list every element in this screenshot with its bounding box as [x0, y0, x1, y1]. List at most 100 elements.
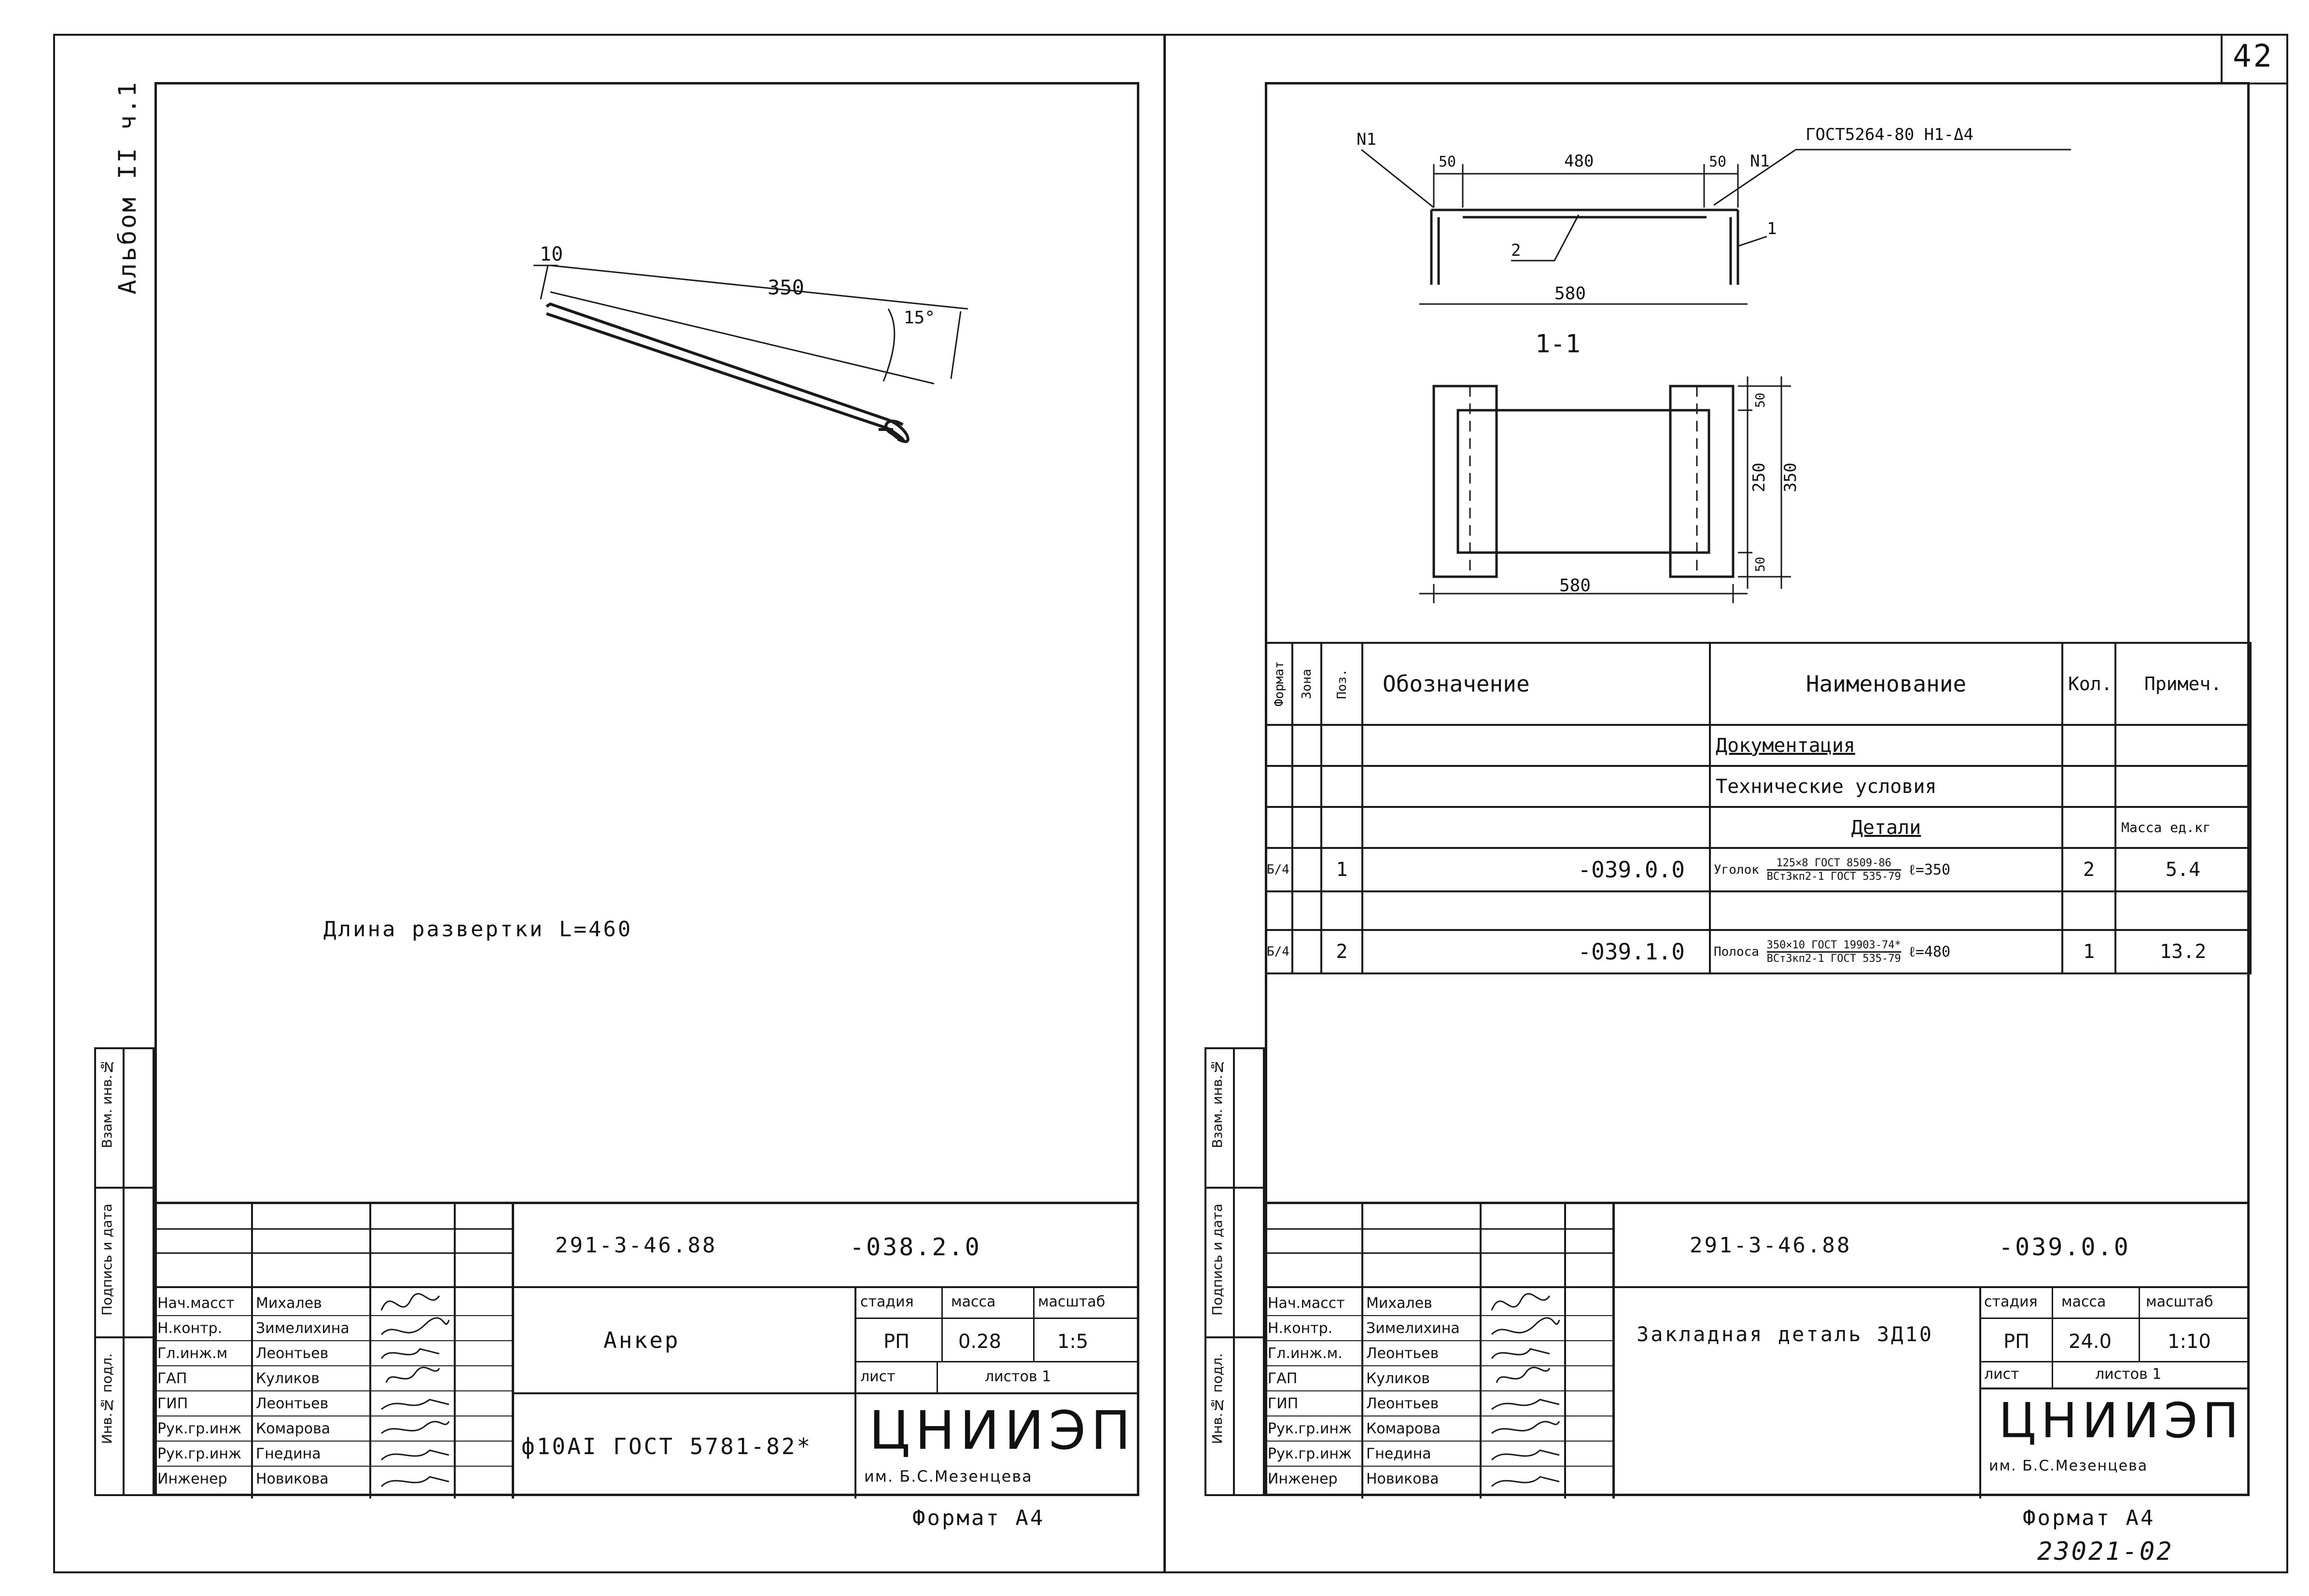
gost-note: ГОСТ5264-80 Н1-Δ4	[1805, 125, 1973, 144]
scale-value: 1:10	[2168, 1331, 2211, 1353]
r1-num: 125×8 ГОСТ 8509-86	[1766, 857, 1901, 871]
role: Нач.масст	[1268, 1295, 1345, 1312]
left-sheet-code: -038.2.0	[850, 1233, 981, 1261]
side-vzam-label: Взам. инв.№	[99, 1059, 115, 1149]
left-signatures: Нач.масст Н.контр. Гл.инж.м ГАП ГИП Рук.…	[154, 1291, 512, 1494]
role: Нач.масст	[157, 1295, 235, 1312]
col-zone: Зона	[1300, 668, 1314, 699]
n1-right: N1	[1750, 152, 1770, 171]
center-divider	[1163, 34, 1166, 1573]
inventory-number: 23021-02	[2037, 1537, 2174, 1566]
side-inv-label: Инв.№ подл.	[99, 1353, 115, 1444]
stage-value: РП	[2003, 1331, 2030, 1353]
role: Гл.инж.м	[157, 1345, 228, 1362]
left-side-stamp: Взам. инв.№ Подпись и дата Инв.№ подл.	[94, 1047, 154, 1496]
r1-format: Б/4	[1265, 847, 1293, 892]
stage-header: стадия	[1984, 1293, 2038, 1310]
signatures-scribble	[1491, 1293, 1560, 1487]
dim-580a: 580	[1554, 284, 1586, 304]
sheets-header: листов 1	[985, 1368, 1051, 1385]
spec-row-2: Б/4 2 -039.1.0 Полоса 350×10 ГОСТ 19903-…	[1265, 929, 2252, 974]
role: Гл.инж.м.	[1268, 1345, 1343, 1362]
col-designation: Обозначение	[1361, 642, 1711, 726]
dim-480: 480	[1564, 152, 1594, 171]
r1-len: ℓ=350	[1908, 861, 1951, 878]
r2-qty: 1	[2061, 929, 2116, 974]
person: Леонтьев	[1366, 1395, 1439, 1412]
r2-num: 350×10 ГОСТ 19903-74*	[1766, 939, 1901, 953]
person: Новикова	[256, 1471, 329, 1487]
stage-header: стадия	[860, 1293, 914, 1310]
mass-header: масса	[2061, 1293, 2106, 1310]
person: Михалев	[1366, 1295, 1432, 1312]
dim-50d: 50	[1753, 557, 1768, 572]
role: ГИП	[1268, 1395, 1299, 1412]
scale-value: 1:5	[1057, 1331, 1089, 1353]
r1-designation: -039.0.0	[1361, 847, 1711, 892]
person: Леонтьев	[256, 1395, 329, 1412]
scale-header: масштаб	[2146, 1293, 2213, 1310]
role: Рук.гр.инж	[1268, 1445, 1352, 1462]
role: Н.контр.	[157, 1320, 223, 1337]
r2-note: 13.2	[2114, 929, 2252, 974]
r1-pos: 1	[1320, 847, 1363, 892]
sheets-header: листов 1	[2095, 1366, 2162, 1383]
col-name: Наименование	[1709, 642, 2063, 726]
right-doc-code: 291-3-46.88	[1690, 1233, 1852, 1258]
dim-50a: 50	[1439, 153, 1456, 170]
side-inv-label: Инв.№ подл.	[1209, 1353, 1225, 1444]
left-org-sub: им. Б.С.Мезенцева	[864, 1467, 1033, 1485]
r1-qty: 2	[2061, 847, 2116, 892]
r2-den: ВСт3кп2-1 ГОСТ 535-79	[1766, 952, 1901, 965]
left-title-block: Нач.масст Н.контр. Гл.инж.м ГАП ГИП Рук.…	[154, 1202, 1139, 1499]
left-part-name: Анкер	[603, 1327, 680, 1353]
left-drawing-frame	[154, 82, 1139, 1496]
spec-row	[1265, 890, 2252, 931]
left-org: ЦНИИЭП	[869, 1400, 1136, 1461]
side-podpis-label: Подпись и дата	[99, 1204, 115, 1316]
callout-1: 1	[1767, 219, 1777, 238]
col-note: Примеч.	[2114, 642, 2252, 726]
dim-50b: 50	[1709, 153, 1726, 170]
col-qty: Кол.	[2061, 642, 2116, 726]
right-sheet-code: -039.0.0	[1999, 1233, 2130, 1261]
outer-frame	[53, 34, 2288, 1573]
mass-value: 24.0	[2069, 1331, 2112, 1353]
spec-row-1: Б/4 1 -039.0.0 Уголок 125×8 ГОСТ 8509-86…	[1265, 847, 2252, 892]
left-doc-code: 291-3-46.88	[555, 1233, 717, 1258]
r2-format: Б/4	[1265, 929, 1293, 974]
sheet-header: лист	[1984, 1366, 2019, 1383]
section-label: 1-1	[1535, 330, 1581, 359]
person: Комарова	[1366, 1420, 1441, 1437]
person: Зимелихина	[256, 1320, 350, 1337]
right-title-block: Нач.масст Н.контр. Гл.инж.м. ГАП ГИП Рук…	[1265, 1202, 2250, 1499]
role: Инженер	[1268, 1471, 1338, 1487]
spec-header-row: Формат Зона Поз. Обозначение Наименовани…	[1265, 642, 2252, 726]
right-org-sub: им. Б.С.Мезенцева	[1989, 1457, 2148, 1474]
person: Зимелихина	[1366, 1320, 1460, 1337]
col-pos: Поз.	[1334, 668, 1349, 699]
page-number: 42	[2233, 39, 2274, 74]
spec-row: Технические условия	[1265, 765, 2252, 808]
role: Рук.гр.инж	[157, 1445, 241, 1462]
scale-header: масштаб	[1038, 1293, 1106, 1310]
role: ГАП	[1268, 1370, 1298, 1387]
mass-unit: Масса ед.кг	[2114, 806, 2252, 849]
signatures-scribble	[380, 1293, 450, 1487]
side-podpis-label: Подпись и дата	[1209, 1204, 1225, 1316]
dim-580b: 580	[1559, 576, 1591, 596]
spec-row: Детали Масса ед.кг	[1265, 806, 2252, 849]
dim-angle: 15°	[904, 308, 935, 328]
documentation-heading: Документация	[1709, 724, 2063, 767]
sheet-header: лист	[860, 1368, 896, 1385]
dim-350: 350	[768, 276, 804, 299]
r2-pos: 2	[1320, 929, 1363, 974]
dim-250: 250	[1749, 463, 1769, 492]
person: Гнедина	[1366, 1445, 1431, 1462]
side-vzam-label: Взам. инв.№	[1209, 1059, 1225, 1149]
role: ГИП	[157, 1395, 188, 1412]
role: ГАП	[157, 1370, 187, 1387]
embedded-part-drawing: N1 N1 ГОСТ5264-80 Н1-Δ4 50 480 50 580 58…	[1357, 125, 2071, 603]
anchor-drawing: 10 350 15°	[533, 243, 968, 443]
